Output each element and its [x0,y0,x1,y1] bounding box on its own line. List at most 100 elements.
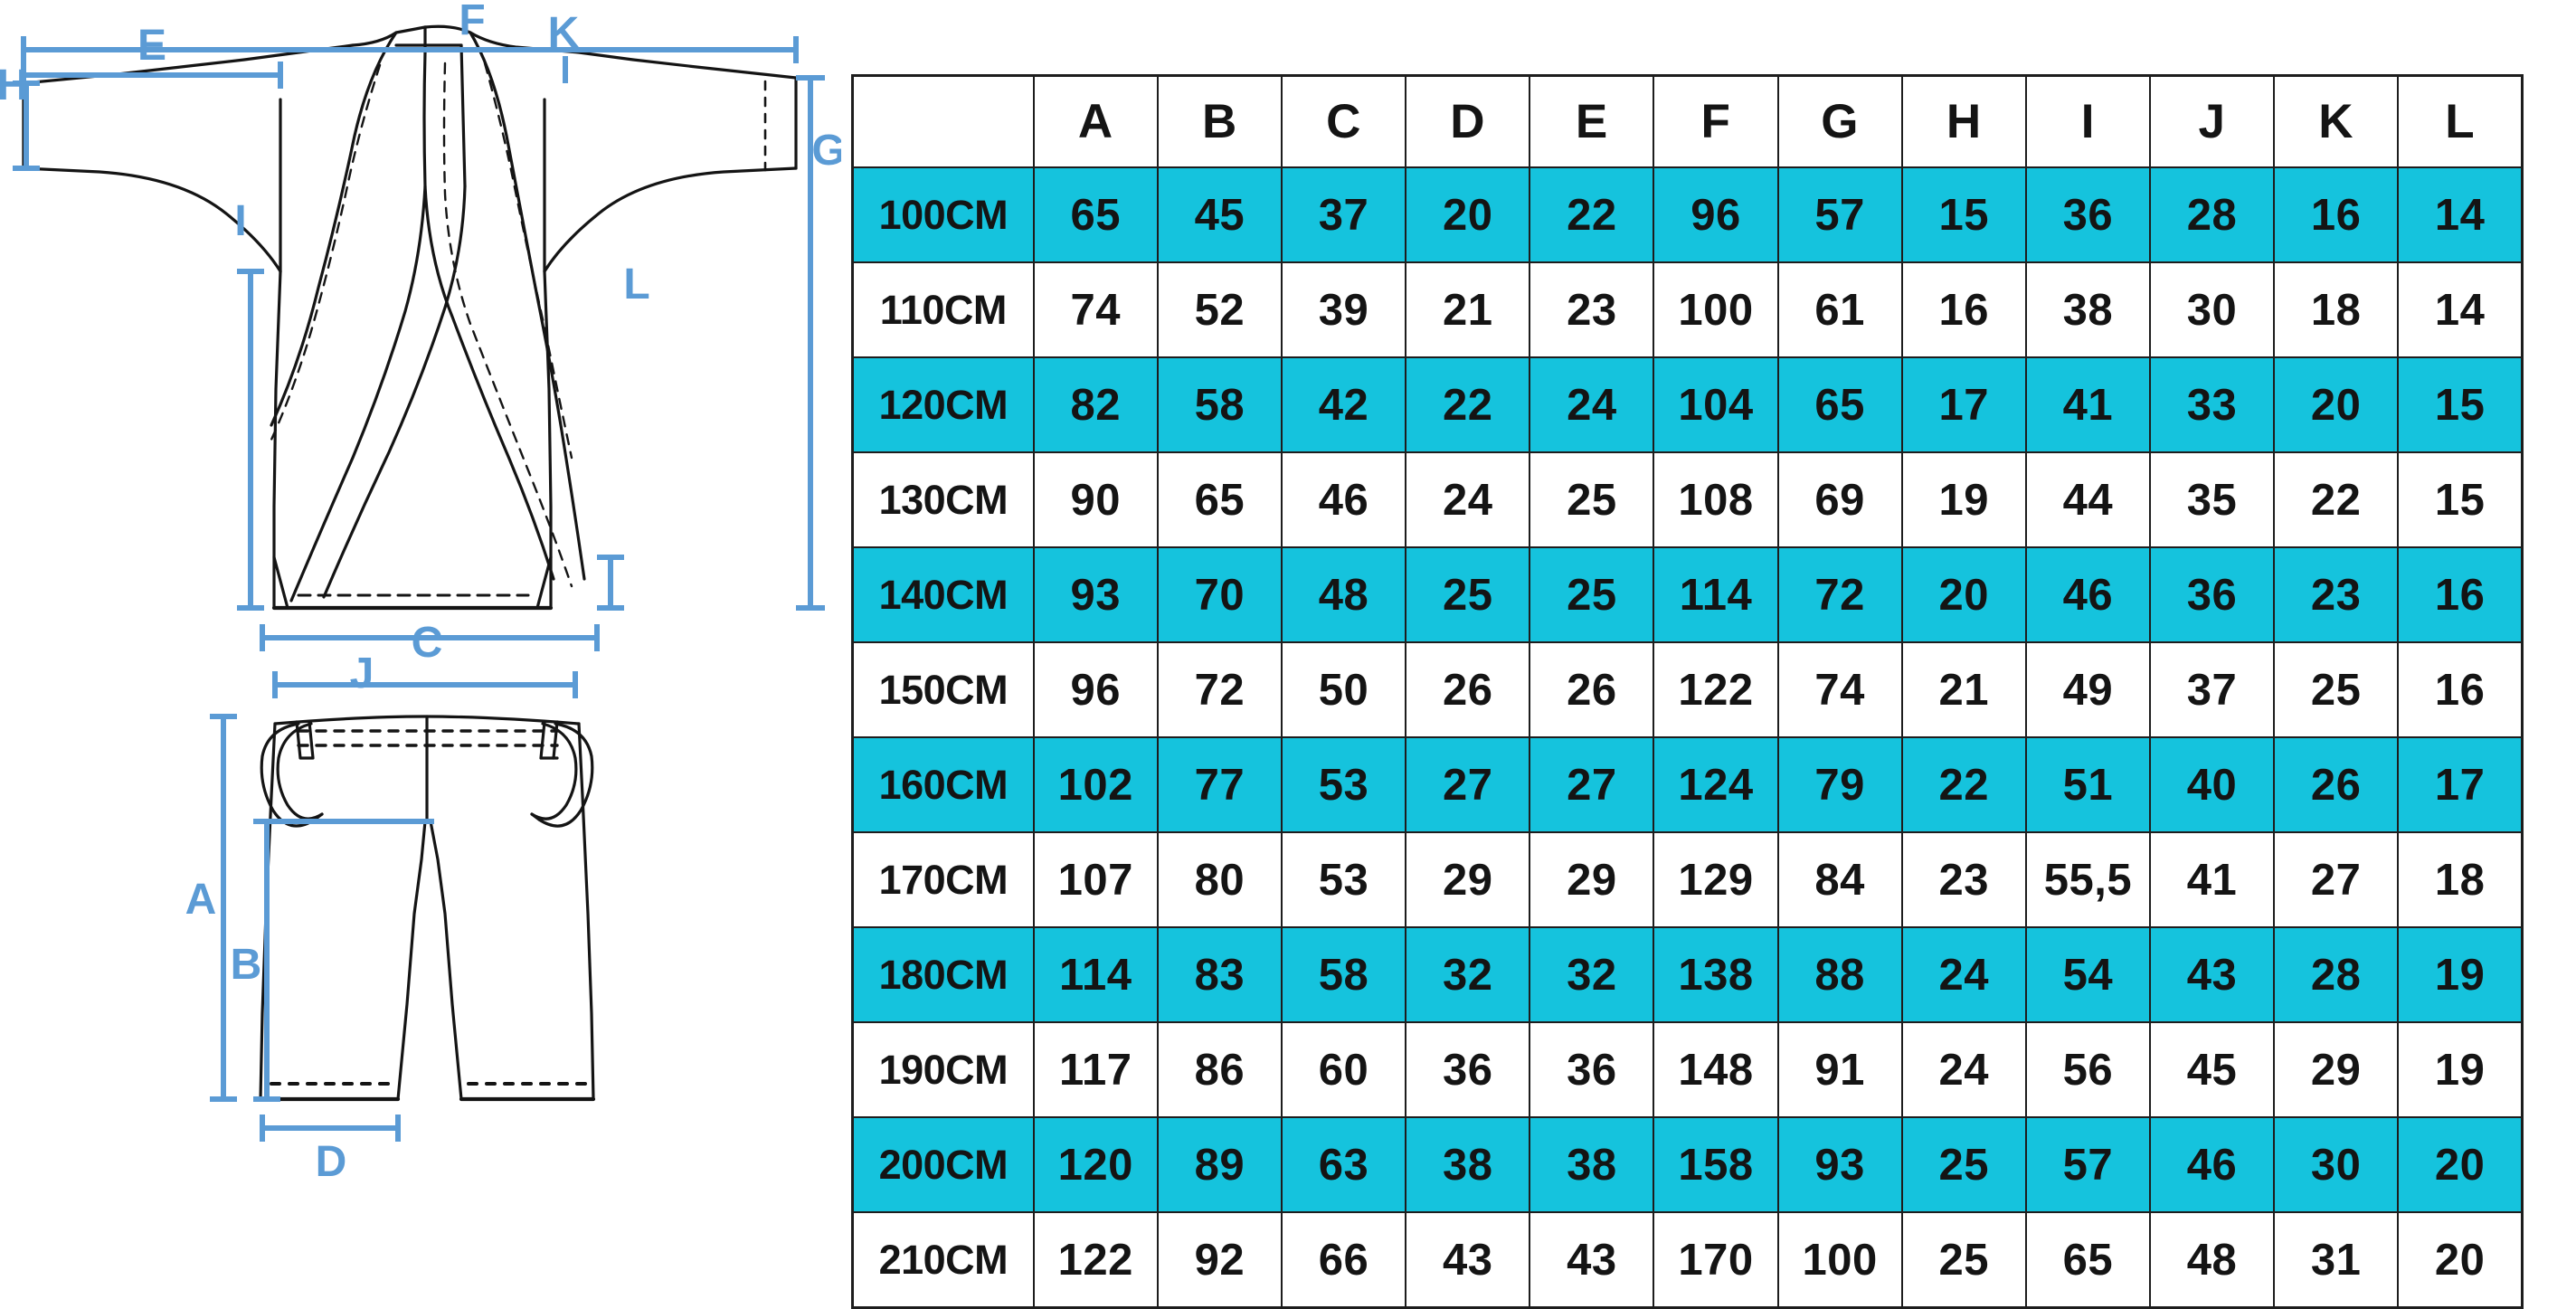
dimension-label-J: J [350,650,374,697]
measurement-cell-D: 36 [1405,1021,1531,1118]
measurement-cell-D: 27 [1405,736,1531,833]
column-header-I: I [2024,74,2151,168]
measurement-cell-K: 20 [2273,356,2400,453]
measurement-cell-I: 65 [2024,1211,2151,1309]
measurement-cell-A: 82 [1032,356,1159,453]
measurement-cell-B: 92 [1156,1211,1283,1309]
measurement-cell-L: 16 [2397,546,2524,643]
measurement-cell-G: 88 [1776,926,1903,1023]
measurement-cell-I: 57 [2024,1116,2151,1213]
measurement-cell-B: 52 [1156,261,1283,358]
measurement-cell-G: 65 [1776,356,1903,453]
dimension-label-H: H [0,62,28,109]
measurement-cell-F: 138 [1653,926,1779,1023]
measurement-cell-H: 16 [1900,261,2027,358]
measurement-cell-C: 63 [1280,1116,1407,1213]
measurement-cell-C: 46 [1280,451,1407,548]
measurement-cell-D: 26 [1405,641,1531,738]
measurement-cell-G: 84 [1776,831,1903,928]
measurement-cell-J: 48 [2148,1211,2276,1309]
measurement-cell-B: 80 [1156,831,1283,928]
measurement-cell-C: 42 [1280,356,1407,453]
size-label-cell: 210CM [851,1211,1035,1309]
measurement-cell-B: 86 [1156,1021,1283,1118]
dimension-label-D: D [316,1138,347,1186]
measurement-cell-E: 43 [1529,1211,1655,1309]
dimension-label-G: G [811,127,841,175]
measurement-cell-B: 89 [1156,1116,1283,1213]
measurement-cell-D: 24 [1405,451,1531,548]
column-header-A: A [1032,74,1159,168]
measurement-cell-K: 16 [2273,166,2400,263]
measurement-cell-J: 45 [2148,1021,2276,1118]
measurement-cell-A: 74 [1032,261,1159,358]
garment-diagram-panel: F E K H G I L J C A B D [0,0,841,1266]
size-label-cell: 170CM [851,831,1035,928]
column-header-L: L [2397,74,2524,168]
size-label-cell: 110CM [851,261,1035,358]
measurement-cell-D: 21 [1405,261,1531,358]
measurement-cell-A: 93 [1032,546,1159,643]
column-header-D: D [1405,74,1531,168]
measurement-cell-A: 117 [1032,1021,1159,1118]
measurement-cell-G: 57 [1776,166,1903,263]
measurement-cell-J: 36 [2148,546,2276,643]
measurement-cell-I: 55,5 [2024,831,2151,928]
measurement-cell-B: 58 [1156,356,1283,453]
dimension-H [13,81,40,171]
measurement-cell-D: 38 [1405,1116,1531,1213]
dimension-A [210,714,237,1102]
measurement-cell-I: 44 [2024,451,2151,548]
measurement-cell-G: 69 [1776,451,1903,548]
measurement-cell-A: 102 [1032,736,1159,833]
dimension-F [21,36,799,63]
size-label-cell: 160CM [851,736,1035,833]
measurement-cell-C: 60 [1280,1021,1407,1118]
measurement-cell-I: 51 [2024,736,2151,833]
measurement-cell-K: 23 [2273,546,2400,643]
measurement-cell-A: 65 [1032,166,1159,263]
size-label-cell: 180CM [851,926,1035,1023]
measurement-cell-E: 23 [1529,261,1655,358]
measurement-cell-F: 114 [1653,546,1779,643]
size-label-cell: 150CM [851,641,1035,738]
measurement-cell-F: 158 [1653,1116,1779,1213]
measurement-cell-G: 91 [1776,1021,1903,1118]
measurement-cell-I: 49 [2024,641,2151,738]
dimension-label-L: L [623,261,649,308]
measurement-cell-A: 90 [1032,451,1159,548]
measurement-cell-C: 66 [1280,1211,1407,1309]
measurement-cell-J: 41 [2148,831,2276,928]
measurement-cell-J: 28 [2148,166,2276,263]
measurement-cell-H: 23 [1900,831,2027,928]
measurement-cell-B: 65 [1156,451,1283,548]
measurement-cell-L: 16 [2397,641,2524,738]
measurement-cell-E: 27 [1529,736,1655,833]
measurement-cell-D: 22 [1405,356,1531,453]
measurement-cell-L: 17 [2397,736,2524,833]
measurement-cell-E: 24 [1529,356,1655,453]
column-header-J: J [2148,74,2276,168]
measurement-cell-K: 28 [2273,926,2400,1023]
measurement-cell-B: 77 [1156,736,1283,833]
measurement-cell-E: 32 [1529,926,1655,1023]
measurement-cell-F: 108 [1653,451,1779,548]
dimension-label-F: F [459,0,485,44]
measurement-cell-I: 54 [2024,926,2151,1023]
measurement-cell-K: 26 [2273,736,2400,833]
measurement-cell-J: 46 [2148,1116,2276,1213]
measurement-cell-D: 43 [1405,1211,1531,1309]
measurement-cell-A: 114 [1032,926,1159,1023]
pants-outline [258,715,596,1102]
measurement-cell-K: 25 [2273,641,2400,738]
measurement-cell-B: 45 [1156,166,1283,263]
measurement-cell-A: 107 [1032,831,1159,928]
